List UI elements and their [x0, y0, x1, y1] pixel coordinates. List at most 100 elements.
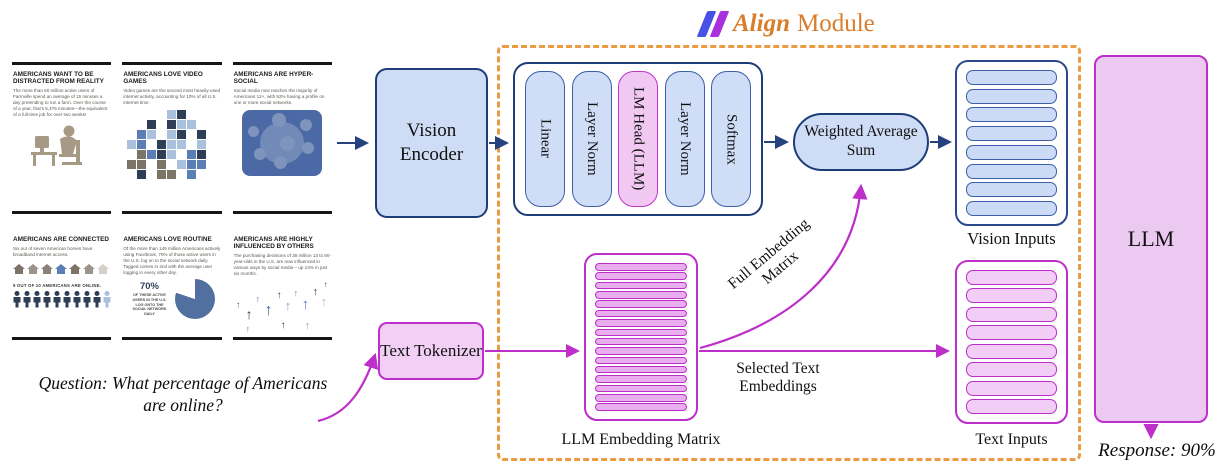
social-icon: [280, 136, 296, 152]
matrix-row: [966, 126, 1057, 142]
llm-embedding-matrix-label: LLM Embedding Matrix: [561, 431, 721, 448]
pixel-cell: [127, 130, 136, 139]
matrix-row: [966, 325, 1057, 341]
stack-layer-linear: Linear: [525, 71, 565, 207]
infographic-panel-heading: AMERICANS ARE HIGHLY INFLUENCED BY OTHER…: [233, 236, 314, 251]
person-icon: [23, 291, 31, 313]
stack-layer-label: Layer Norm: [677, 102, 693, 176]
text-tokenizer-node: Text Tokenizer: [378, 322, 484, 380]
stack-layer-lm-head-llm-: LM Head (LLM): [618, 71, 658, 207]
matrix-row: [966, 362, 1057, 378]
pixel-cell: [147, 160, 156, 169]
pixel-cell: [127, 170, 136, 179]
person-icon: [43, 291, 51, 313]
up-arrow-icon: ↑: [312, 286, 319, 299]
matrix-row: [966, 380, 1057, 396]
matrix-row: [966, 288, 1057, 304]
matrix-row: [595, 281, 687, 290]
up-arrow-icon: ↑: [264, 302, 273, 320]
pixel-cell: [127, 110, 136, 119]
stack-layer-label: Softmax: [723, 113, 740, 165]
stack-layer-layer-norm: Layer Norm: [664, 71, 705, 207]
pixel-cell: [127, 120, 136, 129]
pixel-cell: [197, 170, 206, 179]
up-arrow-icon: ↑: [276, 290, 282, 302]
pixel-cell: [137, 150, 147, 160]
pixel-cell: [187, 120, 197, 130]
house-icon: [69, 261, 81, 279]
pixel-cell: [157, 170, 167, 180]
person-icon: [53, 291, 61, 313]
pixel-cell: [177, 170, 186, 179]
up-arrow-icon: ↑: [280, 320, 286, 332]
matrix-row: [595, 356, 687, 365]
pixel-cell: [137, 160, 147, 170]
pixel-cell: [207, 160, 216, 169]
infographic-panel-heading: AMERICANS LOVE VIDEO GAMES: [123, 71, 203, 86]
infographic-panel: AMERICANS WANT TO BE DISTRACTED FROM REA…: [12, 62, 112, 214]
house-icon: [97, 261, 109, 279]
up-arrow-icon: ↑: [245, 324, 251, 335]
align-title-brand: Align: [733, 10, 790, 37]
pixel-cell: [137, 120, 146, 129]
pixel-cell: [187, 140, 196, 149]
person-icon: [73, 291, 81, 313]
pixel-cell: [137, 110, 146, 119]
pixel-cell: [207, 120, 216, 129]
pixel-cell: [207, 110, 216, 119]
pixel-cell: [147, 150, 157, 160]
infographic-panel-body: Of the more than 149 million Americans a…: [123, 246, 221, 276]
stack-layer-layer-norm: Layer Norm: [571, 71, 612, 207]
matrix-row: [595, 384, 687, 393]
matrix-row: [966, 306, 1057, 322]
matrix-row: [595, 347, 687, 355]
pixel-cell: [137, 140, 147, 150]
pixel-cell: [187, 170, 197, 180]
person-icon: [103, 291, 111, 313]
stack-layer-label: LM Head (LLM): [630, 87, 647, 191]
up-arrow-icon: ↑: [255, 294, 261, 305]
pixel-cell: [177, 160, 187, 170]
matrix-row: [966, 107, 1057, 123]
pixel-cell: [167, 110, 177, 120]
pixel-cell: [157, 140, 167, 150]
social-icon: [272, 113, 287, 128]
pixel-grid-illustration: [123, 110, 220, 180]
social-icon: [254, 148, 267, 161]
house-icon: [27, 261, 39, 279]
pixel-cell: [207, 140, 216, 149]
pixel-cell: [157, 130, 166, 139]
stack-layer-label: Linear: [537, 119, 554, 159]
houses-people-illustration: 9 OUT OF 10 AMERICANS ARE ONLINE.: [13, 261, 111, 313]
infographic-panel-body: The purchasing decisions of 38 million 1…: [233, 253, 331, 277]
matrix-row: [966, 163, 1057, 179]
weighted-average-sum-node: Weighted Average Sum: [793, 113, 929, 171]
person-icon: [93, 291, 101, 313]
pixel-cell: [187, 110, 196, 119]
online-caption: 9 OUT OF 10 AMERICANS ARE ONLINE.: [13, 283, 102, 289]
pixel-cell: [157, 110, 166, 119]
up-arrow-icon: ↑: [235, 300, 241, 312]
up-arrow-icon: ↑: [245, 306, 253, 323]
vision-encoder-node: Vision Encoder: [375, 68, 488, 218]
text-inputs-label: Text Inputs: [975, 431, 1048, 448]
matrix-row: [595, 291, 687, 299]
matrix-row: [595, 403, 687, 411]
matrix-row: [595, 300, 687, 308]
pixel-cell: [187, 150, 197, 160]
pixel-cell: [127, 140, 137, 150]
pixel-cell: [187, 160, 197, 170]
vision-inputs-label: Vision Inputs: [967, 229, 1056, 248]
matrix-row: [966, 200, 1057, 216]
selected-text-embeddings-label: Selected Text Embeddings: [736, 360, 820, 396]
pixel-cell: [147, 120, 157, 130]
matrix-row: [966, 182, 1057, 198]
response-text: Response: 90%: [1098, 440, 1216, 461]
pixel-cell: [177, 110, 187, 120]
